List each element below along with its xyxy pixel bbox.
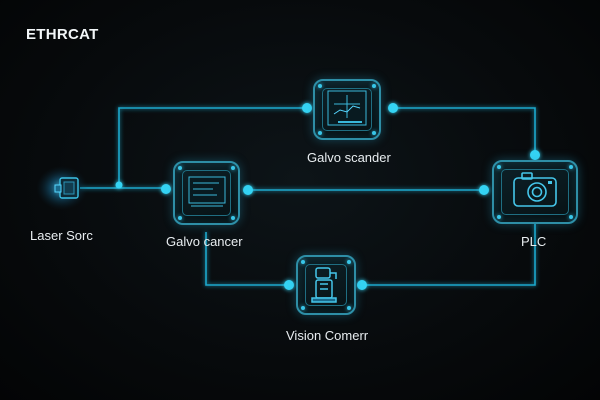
galvo-scanner-left-label: Galvo cancer: [166, 234, 243, 249]
plc-label: PLC: [521, 234, 547, 249]
connector-dot: [357, 280, 367, 290]
galvo-scanner-top-label: Galvo scander: [307, 150, 391, 165]
galvo-scanner-top-node[interactable]: [313, 79, 381, 140]
connector-dots: [115, 103, 540, 290]
connector-dot: [161, 184, 171, 194]
laser-emitter-icon: [36, 166, 88, 210]
link-galvo-top-to-plc: [393, 107, 536, 160]
connector-dot: [243, 185, 253, 195]
link-vision-to-plc: [358, 224, 536, 286]
laser-source-label: Laser Sorc: [30, 228, 93, 243]
connector-dot: [530, 150, 540, 160]
connector-dot: [115, 181, 123, 189]
connector-dot: [284, 280, 294, 290]
vision-camera-node[interactable]: [296, 255, 356, 315]
link-laser-to-galvo-top: [118, 107, 307, 185]
connector-dot: [302, 103, 312, 113]
diagram-title: ETHRCAT: [26, 26, 99, 43]
connector-dot: [479, 185, 489, 195]
link-galvo-left-to-vision: [205, 232, 293, 286]
connector-dot: [388, 103, 398, 113]
vision-camera-label: Vision Comerr: [286, 328, 369, 343]
galvo-scanner-left-node[interactable]: [173, 161, 240, 225]
connection-lines: [80, 107, 536, 286]
plc-node[interactable]: [492, 160, 578, 224]
